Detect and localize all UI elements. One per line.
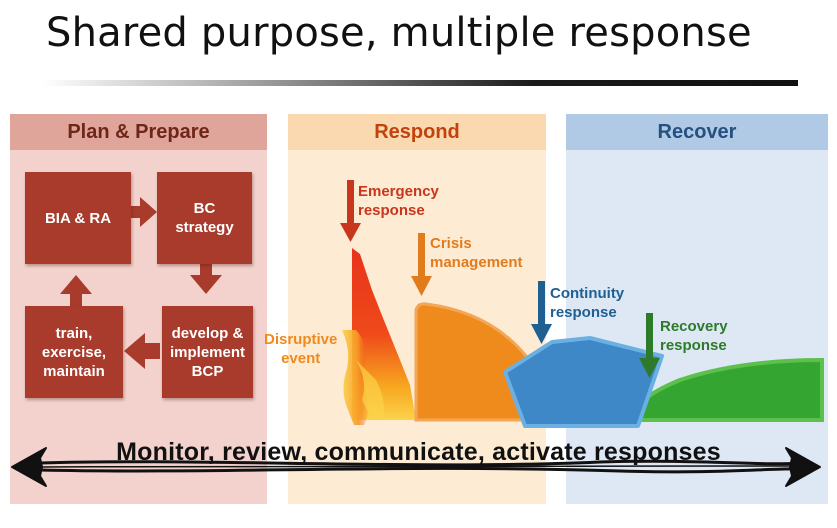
bc-strategy-box: BC strategy [157, 172, 252, 264]
continuity-response-shape [503, 336, 664, 428]
train-exercise-box: train, exercise, maintain [25, 306, 123, 398]
crisis-arrow-icon [411, 233, 432, 296]
arrow-left-icon [124, 333, 160, 369]
develop-bcp-box: develop & implement BCP [162, 306, 253, 398]
page-title: Shared purpose, multiple response [46, 10, 752, 56]
footer-caption: Monitor, review, communicate, activate r… [116, 438, 721, 466]
recover-panel: Recover [566, 114, 828, 504]
timeline-right-arrowhead-icon [785, 447, 821, 487]
emergency-arrow-icon [340, 180, 361, 242]
continuity-arrow-icon [531, 281, 552, 344]
arrow-down-icon [190, 262, 222, 294]
continuity-response-label: Continuity response [550, 285, 625, 321]
timeline-double-arrow [38, 459, 802, 474]
recovery-response-label: Recovery response [660, 318, 728, 354]
plan-prepare-header: Plan & Prepare [10, 114, 267, 150]
arrow-up-icon [60, 275, 92, 308]
emergency-response-label: Emergency response [358, 183, 439, 219]
respond-header: Respond [288, 114, 546, 150]
recover-header: Recover [566, 114, 828, 150]
timeline-left-arrowhead-icon [11, 447, 47, 487]
title-divider [42, 80, 798, 86]
arrow-right-icon [130, 197, 157, 227]
emergency-response-shape [342, 248, 416, 425]
cycle-arrows [60, 197, 222, 369]
crisis-management-label: Crisis management [430, 235, 523, 271]
disruptive-event-label: Disruptive event [264, 331, 338, 367]
recovery-arrow-icon [639, 313, 660, 378]
bia-ra-box: BIA & RA [25, 172, 131, 264]
